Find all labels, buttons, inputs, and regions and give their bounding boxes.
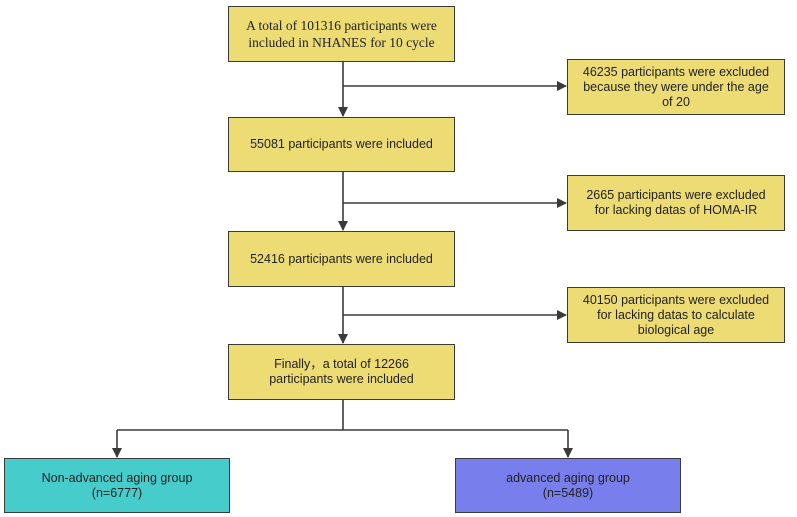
excl1-line-1: 46235 participants were excluded: [582, 64, 770, 79]
final-line-1: Finally，a total of 12266: [274, 357, 409, 371]
excl3-line-2: for lacking datas to calculate: [597, 307, 755, 322]
start-line-1: A total of 101316 participants were: [246, 18, 437, 33]
node-included-55081: 55081 participants were included: [228, 117, 455, 172]
inc1-line-1: 55081 participants were included: [250, 137, 433, 151]
node-advanced-aging-group: advanced aging group(n=5489): [455, 458, 681, 513]
non-advanced-line-1: Non-advanced aging group: [41, 470, 193, 485]
node-start: A total of 101316 participants were inclu…: [228, 6, 455, 62]
excl1-line-2: because they were under the age: [583, 79, 769, 94]
excl3-line-3: biological age: [637, 322, 715, 337]
node-non-advanced-aging-group: Non-advanced aging group(n=6777): [4, 458, 230, 513]
advanced-line-1: advanced aging group: [506, 470, 630, 485]
excl2-line-2: for lacking datas of HOMA-IR: [594, 203, 758, 217]
node-included-52416: 52416 participants were included: [228, 231, 455, 287]
final-line-2: participants were included: [269, 372, 414, 386]
excl1-line-3: of 20: [662, 94, 690, 109]
excl3-line-1: 40150 participants were excluded: [582, 292, 770, 307]
advanced-line-2: (n=5489): [542, 485, 594, 500]
inc2-line-1: 52416 participants were included: [250, 251, 433, 266]
excl2-line-1: 2665 participants were excluded: [586, 188, 766, 202]
non-advanced-line-2: (n=6777): [91, 485, 143, 500]
start-line-2: included in NHANES for 10 cycle: [248, 35, 435, 50]
